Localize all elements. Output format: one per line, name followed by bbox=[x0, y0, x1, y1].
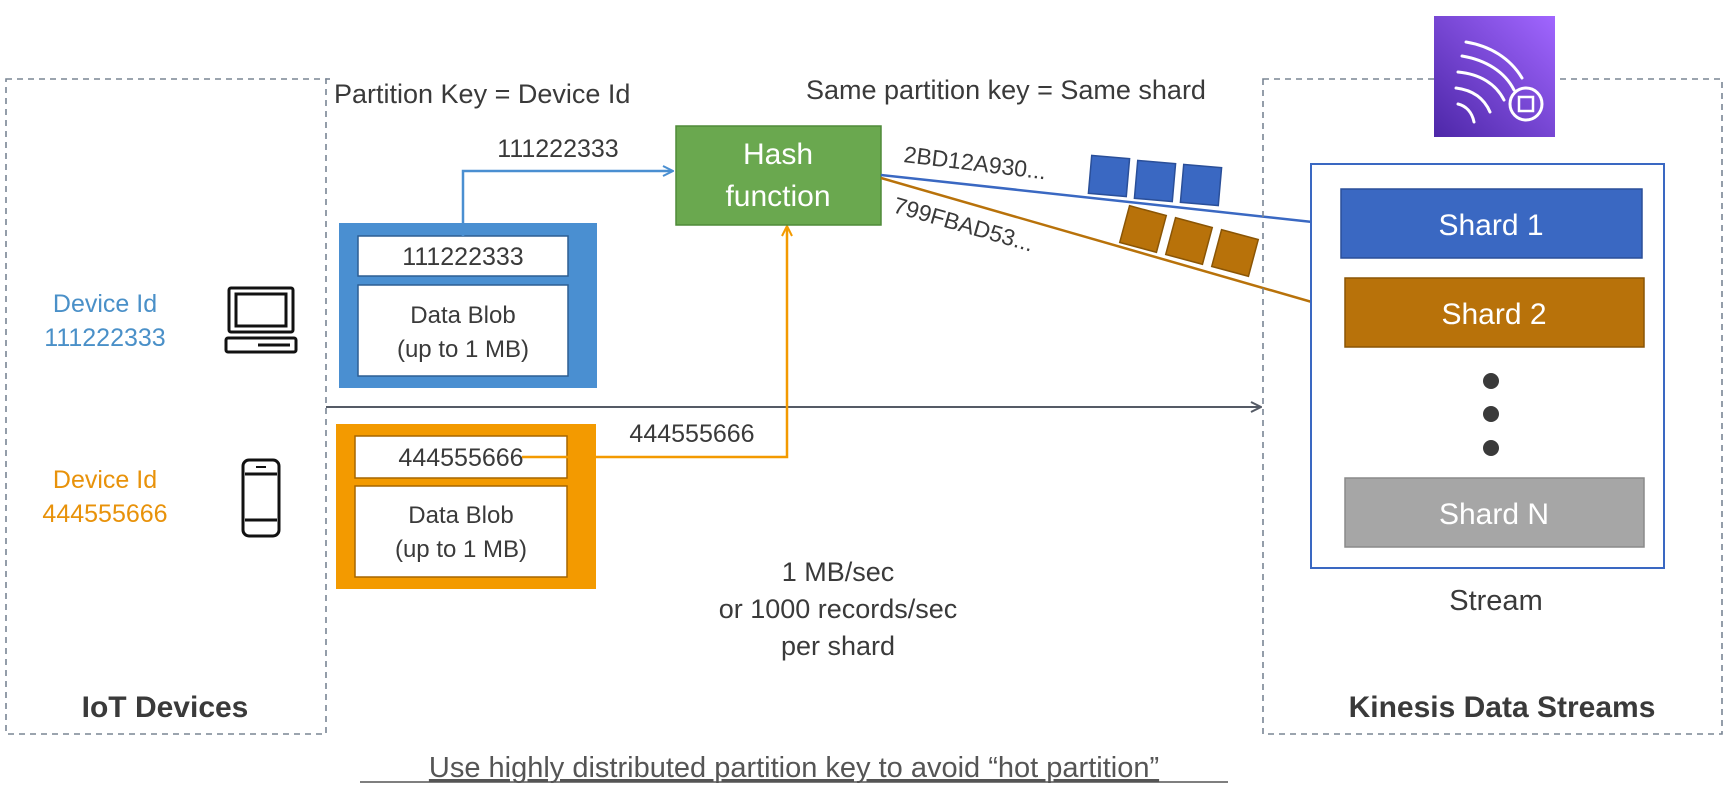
device-1-label: Device Id bbox=[53, 290, 157, 318]
brown-record-square bbox=[1210, 228, 1260, 278]
shard-1-box bbox=[1340, 188, 1643, 259]
blue-record-square bbox=[1087, 154, 1131, 198]
throughput-note: 1 MB/sec or 1000 records/sec per shard bbox=[719, 557, 958, 661]
blue-record-squares bbox=[1087, 154, 1223, 207]
record-2-blob-box bbox=[354, 485, 568, 578]
ellipsis-dot bbox=[1483, 406, 1499, 422]
laptop-icon bbox=[224, 286, 298, 354]
ellipsis-dots bbox=[1483, 373, 1499, 456]
phone-icon bbox=[241, 458, 281, 538]
hash-value-1: 2BD12A930... bbox=[902, 141, 1047, 184]
kinesis-data-streams-icon bbox=[1434, 16, 1555, 137]
record-2-blob: Data Blob (up to 1 MB) bbox=[395, 502, 527, 563]
shard-2-label: Shard 2 bbox=[1441, 298, 1546, 331]
shard-n-label: Shard N bbox=[1439, 498, 1549, 531]
text-line: per shard bbox=[781, 631, 895, 661]
record-1-blob-box bbox=[357, 284, 569, 377]
orange-flow-label: 444555666 bbox=[629, 420, 754, 448]
device-2-label: Device Id bbox=[53, 466, 157, 494]
iot-devices-panel bbox=[5, 78, 327, 735]
iot-devices-title: IoT Devices bbox=[82, 691, 249, 724]
shard-1-label: Shard 1 bbox=[1438, 209, 1543, 242]
blue-record-square bbox=[1133, 159, 1177, 203]
record-2-key-box bbox=[354, 435, 568, 479]
brown-record-square bbox=[1164, 216, 1214, 266]
shard-2-box bbox=[1344, 277, 1645, 348]
to-shard-2-arrow bbox=[880, 176, 1343, 311]
device-2-id: 444555666 bbox=[42, 500, 167, 528]
text-line: 1 MB/sec bbox=[782, 557, 895, 587]
blue-flow-arrow bbox=[461, 171, 672, 236]
stream-label: Stream bbox=[1449, 585, 1542, 617]
hash-function-label: Hash function bbox=[725, 138, 830, 213]
ellipsis-dot bbox=[1483, 440, 1499, 456]
text-line: Hash bbox=[743, 138, 813, 171]
partition-key-label: Partition Key = Device Id bbox=[334, 79, 630, 109]
device-1-id: 111222333 bbox=[44, 324, 165, 352]
footer-note: Use highly distributed partition key to … bbox=[429, 752, 1159, 784]
ellipsis-dot bbox=[1483, 373, 1499, 389]
brown-record-squares bbox=[1118, 204, 1260, 278]
record-1-blob: Data Blob (up to 1 MB) bbox=[397, 302, 529, 363]
text-line: (up to 1 MB) bbox=[397, 336, 529, 363]
blue-record-square bbox=[1179, 163, 1223, 207]
kinesis-title: Kinesis Data Streams bbox=[1349, 691, 1656, 724]
shard-n-box bbox=[1344, 477, 1645, 548]
blue-flow-label: 111222333 bbox=[497, 135, 618, 163]
text-line: (up to 1 MB) bbox=[395, 536, 527, 563]
record-1-key-box bbox=[357, 235, 569, 277]
text-line: function bbox=[725, 180, 830, 213]
same-shard-label: Same partition key = Same shard bbox=[806, 75, 1206, 105]
record-2-key: 444555666 bbox=[398, 444, 523, 472]
brown-record-square bbox=[1118, 204, 1168, 254]
record-1-key: 111222333 bbox=[402, 243, 523, 271]
text-line: or 1000 records/sec bbox=[719, 594, 958, 624]
text-line: Data Blob bbox=[410, 302, 515, 329]
kinesis-panel bbox=[1262, 78, 1723, 735]
text-line: Data Blob bbox=[408, 502, 513, 529]
orange-flow-arrow bbox=[522, 227, 787, 459]
hash-function-box bbox=[675, 125, 882, 226]
